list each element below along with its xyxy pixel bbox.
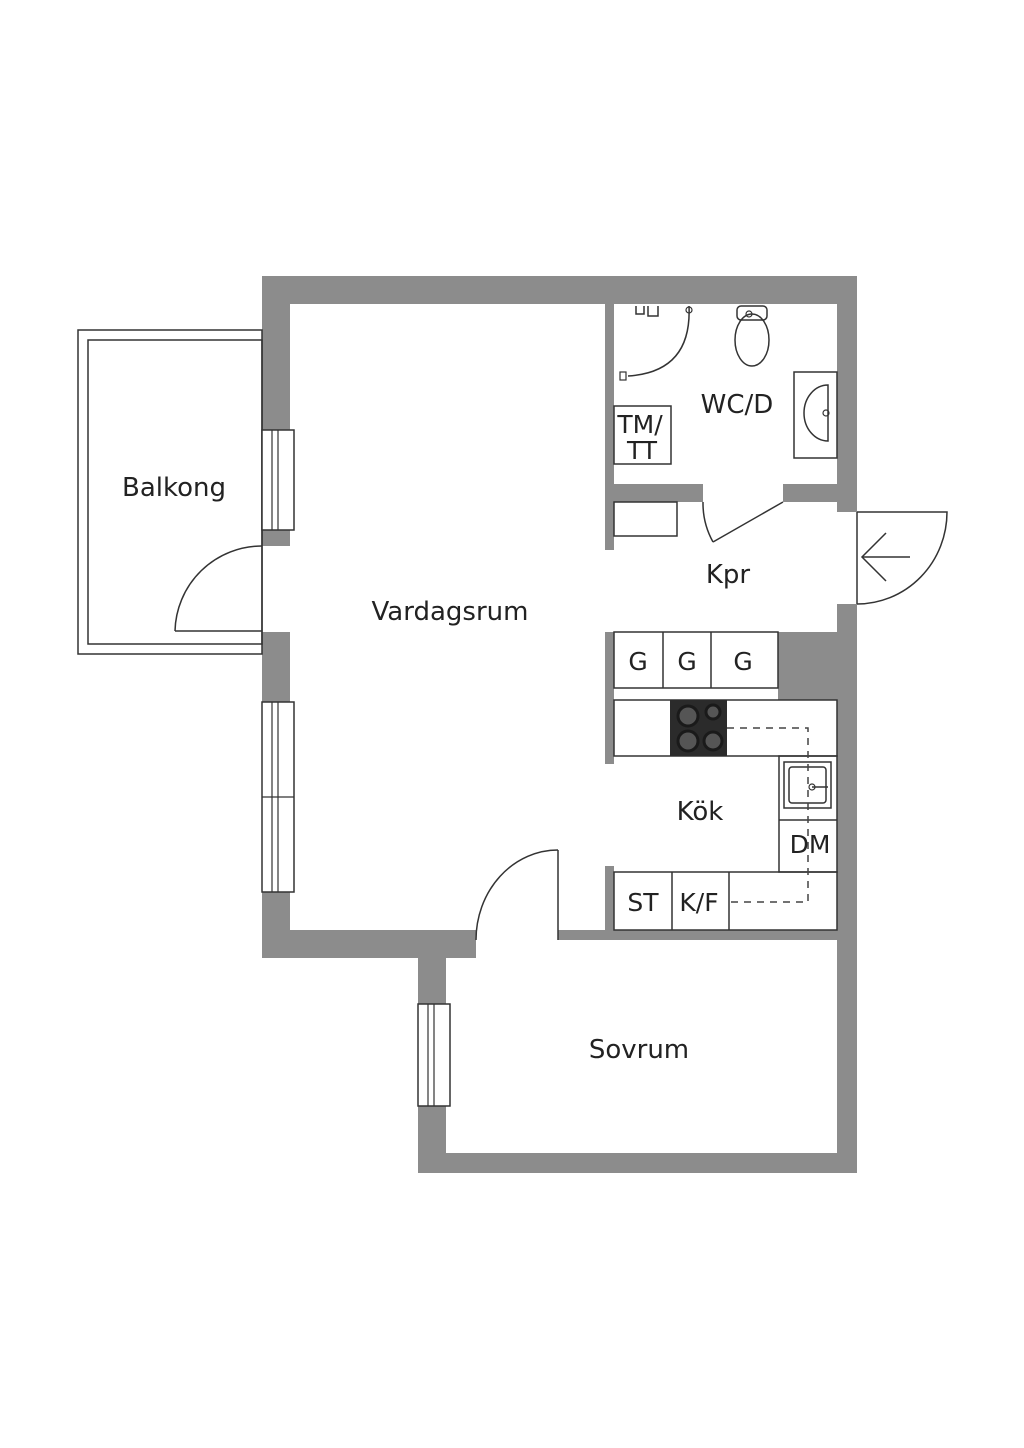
wall-wc-bottom-right bbox=[783, 484, 857, 502]
label-dm: DM bbox=[790, 830, 831, 859]
label-tm: TM/ bbox=[616, 410, 663, 439]
wc-shelf bbox=[613, 501, 678, 537]
tm-tt-box bbox=[613, 405, 672, 465]
door-wc bbox=[702, 501, 784, 543]
wall-sovrum-bottom bbox=[418, 1153, 857, 1173]
label-tt: TT bbox=[626, 436, 658, 465]
wardrobes bbox=[613, 631, 779, 689]
label-g-1: G bbox=[628, 647, 647, 676]
shower-icon bbox=[619, 305, 693, 381]
kitchen-fixtures bbox=[613, 631, 838, 931]
walls bbox=[262, 276, 857, 1173]
windows bbox=[261, 429, 451, 1107]
wall-wc-bottom-left bbox=[605, 484, 703, 502]
arrow-left-icon bbox=[860, 532, 910, 582]
counter-lower bbox=[613, 871, 838, 931]
wall-wc-left bbox=[605, 304, 614, 550]
wall-sovrum-top bbox=[558, 930, 857, 940]
room-label-kok: Kök bbox=[677, 797, 724, 827]
room-label-kpr: Kpr bbox=[706, 560, 751, 590]
room-label-wc: WC/D bbox=[701, 390, 774, 420]
label-g-3: G bbox=[733, 647, 752, 676]
wall-left-3 bbox=[262, 632, 290, 702]
wall-right-lower bbox=[837, 604, 857, 1173]
window-vardagsrum bbox=[261, 701, 295, 893]
wall-top bbox=[262, 276, 857, 304]
fixture-labels: TM/ TT G G G DM ST K/F bbox=[616, 410, 830, 917]
wall-kitchen-upper bbox=[605, 632, 614, 764]
label-st: ST bbox=[627, 888, 659, 917]
room-label-vardagsrum: Vardagsrum bbox=[372, 597, 529, 627]
door-entry bbox=[856, 511, 948, 605]
wall-right-upper bbox=[837, 276, 857, 512]
door-sovrum bbox=[475, 849, 559, 941]
wall-kitchen-block bbox=[778, 632, 837, 700]
room-label-balkong: Balkong bbox=[122, 473, 226, 503]
wc-fixtures bbox=[613, 305, 838, 537]
room-label-sovrum: Sovrum bbox=[589, 1035, 689, 1065]
window-sovrum bbox=[417, 1003, 451, 1107]
wall-left-2 bbox=[262, 530, 290, 546]
wall-sovrum-top-left bbox=[418, 930, 476, 940]
stove-icon bbox=[670, 700, 727, 756]
window-balkong bbox=[261, 429, 295, 531]
toilet-icon bbox=[734, 305, 770, 367]
washbasin-icon bbox=[793, 371, 838, 459]
wall-kitchen-lower bbox=[605, 866, 614, 938]
wall-left-1 bbox=[262, 276, 290, 430]
room-labels: Balkong Vardagsrum WC/D Kpr Kök Sovrum bbox=[122, 390, 773, 1065]
label-g-2: G bbox=[677, 647, 696, 676]
doors bbox=[174, 501, 948, 941]
kitchen-dashed-lines bbox=[727, 727, 809, 903]
label-kf: K/F bbox=[679, 888, 718, 917]
wall-sovrum-left-1 bbox=[418, 930, 446, 1004]
door-balkong bbox=[174, 545, 263, 632]
